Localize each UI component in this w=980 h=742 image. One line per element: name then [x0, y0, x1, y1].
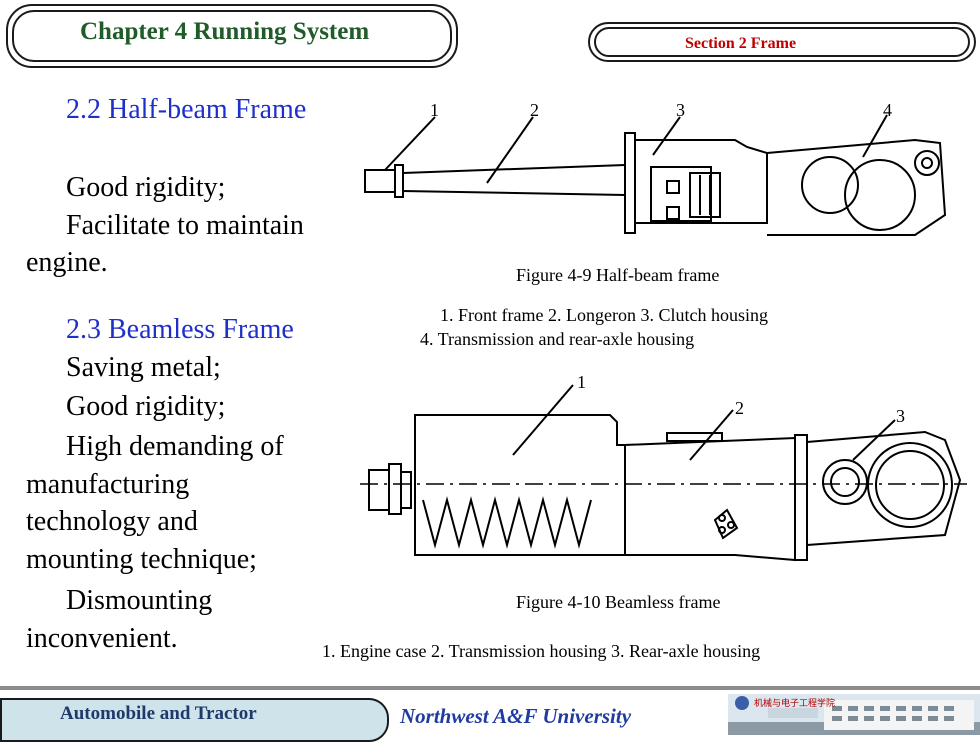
fig2-label-3: 3: [896, 406, 905, 426]
figure1-caption: Figure 4-9 Half-beam frame: [516, 265, 720, 285]
figure2-legend: 1. Engine case 2. Transmission housing 3…: [322, 641, 761, 661]
beamless-line-5: technology and: [26, 506, 198, 537]
figure1-legend-line-2: 4. Transmission and rear-axle housing: [420, 329, 695, 349]
chapter-title: Chapter 4 Running System: [80, 18, 370, 45]
beamless-heading: 2.3 Beamless Frame: [66, 314, 294, 345]
fig1-label-2: 2: [530, 100, 539, 120]
beamless-line-1: Saving metal;: [66, 352, 221, 383]
half-beam-frame-drawing: [364, 114, 947, 236]
beamless-line-8: inconvenient.: [26, 623, 178, 654]
beamless-line-4: manufacturing: [26, 469, 190, 500]
college-building-logo: 机械与电子工程学院: [728, 694, 980, 735]
section-header-pill: [588, 22, 976, 62]
half-beam-line-2: Facilitate to maintain: [66, 210, 304, 241]
svg-text:机械与电子工程学院: 机械与电子工程学院: [754, 697, 835, 709]
half-beam-line-1: Good rigidity;: [66, 172, 226, 203]
footer-university: Northwest A&F University: [400, 704, 632, 728]
half-beam-line-3: engine.: [26, 247, 108, 278]
fig2-label-2: 2: [735, 398, 744, 418]
half-beam-heading: 2.2 Half-beam Frame: [66, 94, 307, 125]
fig2-label-1: 1: [577, 372, 586, 392]
fig1-label-4: 4: [883, 100, 892, 120]
figure1-legend-line-1: 1. Front frame 2. Longeron 3. Clutch hou…: [440, 305, 768, 325]
beamless-line-3: High demanding of: [66, 431, 284, 462]
fig1-label-1: 1: [430, 100, 439, 120]
beamless-line-7: Dismounting: [66, 585, 213, 616]
figure2-caption: Figure 4-10 Beamless frame: [516, 592, 721, 612]
beamless-line-6: mounting technique;: [26, 544, 257, 575]
footer-course: Automobile and Tractor: [60, 703, 257, 724]
footer-divider: [0, 686, 980, 690]
chapter-header-pill: [6, 4, 458, 68]
fig1-label-3: 3: [676, 100, 685, 120]
beamless-line-2: Good rigidity;: [66, 391, 226, 422]
section-title: Section 2 Frame: [685, 35, 797, 52]
beamless-frame-drawing: [360, 384, 967, 562]
